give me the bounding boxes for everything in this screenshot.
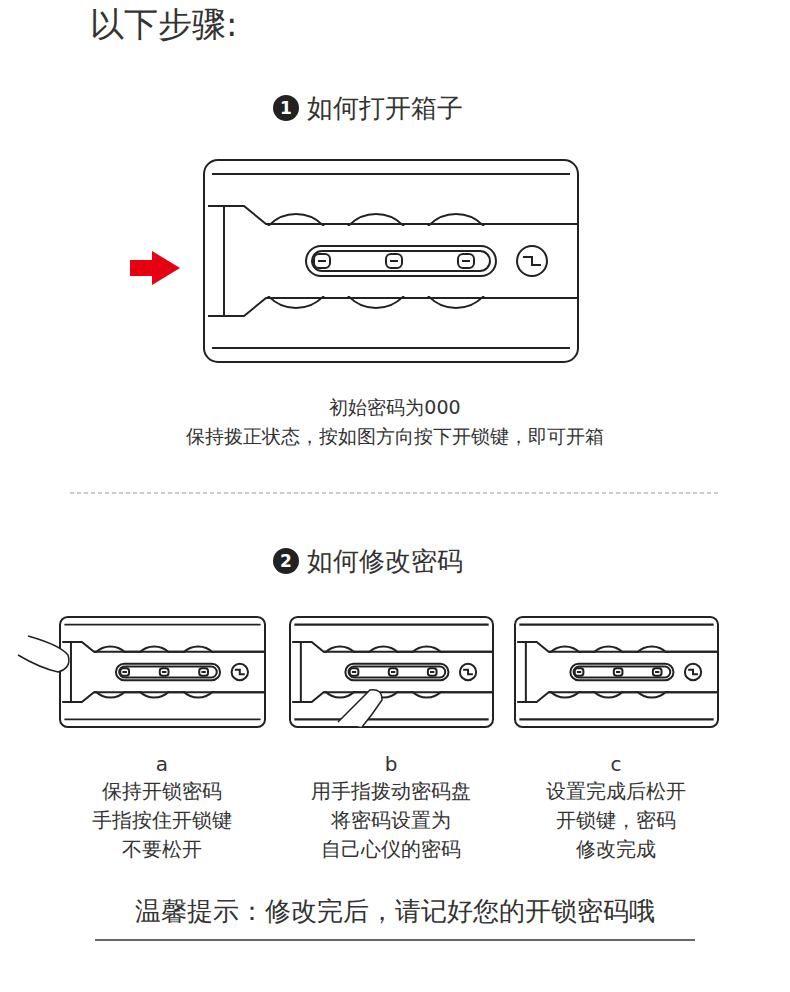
step-number-text: 2 <box>280 551 292 571</box>
lock-drawing <box>204 160 578 362</box>
lock-drawing <box>290 617 493 727</box>
note-text: 初始密码为000 <box>329 394 460 422</box>
lock-drawing <box>515 617 718 727</box>
note-text: 保持拨正状态，按如图方向按下开锁键，即可开箱 <box>186 423 604 451</box>
page-title: 以下步骤: <box>90 2 237 46</box>
step-text: 设置完成后松开 开锁键，密码 修改完成 <box>541 777 691 864</box>
lock-drawing <box>60 617 265 727</box>
step-number: 2 <box>273 548 299 574</box>
direction-arrow <box>130 251 180 285</box>
section-heading: 如何打开箱子 <box>307 90 463 128</box>
step-letter: a <box>156 750 168 779</box>
step-number-text: 1 <box>280 98 292 118</box>
step-text: 用手指拨动密码盘 将密码设置为 自己心仪的密码 <box>305 777 477 864</box>
finger <box>338 690 382 727</box>
section-heading: 如何修改密码 <box>307 543 463 581</box>
divider <box>70 493 720 494</box>
step-letter: c <box>611 750 622 779</box>
step-number: 1 <box>273 95 299 121</box>
step-text: 保持开锁密码 手指按住开锁键 不要松开 <box>87 777 237 864</box>
underline <box>95 939 695 941</box>
finger <box>18 636 69 672</box>
tip-text: 温馨提示：修改完后，请记好您的开锁密码哦 <box>135 893 655 931</box>
step-letter: b <box>385 750 398 779</box>
